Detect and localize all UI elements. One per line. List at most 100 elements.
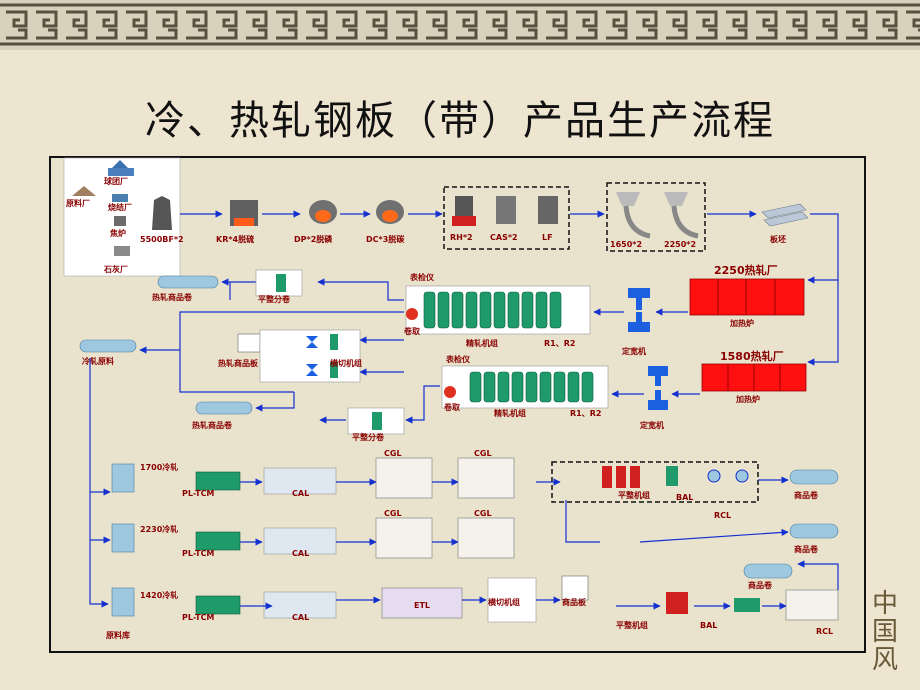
cold-feed-coils-icon (79, 339, 137, 353)
row-2230-pltcm-icon (195, 531, 241, 551)
label-product-2: 商品卷 (794, 544, 819, 554)
label-dp: DP*2脱磷 (294, 234, 333, 244)
sinter-plant-icon (112, 194, 128, 202)
lattice-motif (66, 10, 88, 40)
label-finishing-2250: 精轧机组 (466, 338, 498, 348)
label-cgl-2a: CGL (384, 509, 402, 518)
label-pltcm-3: PL-TCM (182, 613, 214, 622)
temper-split-bottom (347, 407, 405, 435)
reheating-furnace-2250 (689, 278, 805, 316)
label-hot-mill-2250: 2250热轧厂 (714, 263, 778, 277)
mill-stand (535, 291, 548, 329)
label-kr: KR*4脱硫 (216, 234, 254, 244)
label-product-3: 商品卷 (748, 580, 773, 590)
lattice-motif (546, 10, 568, 40)
label-cold-mill-1700: 1700冷轧 (140, 462, 178, 472)
label-lf: LF (542, 233, 553, 242)
mill-stand (521, 291, 534, 329)
mill-stand (497, 371, 510, 403)
label-cal-2: CAL (292, 549, 309, 558)
label-slab: 板坯 (770, 234, 786, 244)
label-cal-3: CAL (292, 613, 309, 622)
lattice-motif (786, 10, 808, 40)
lattice-motif (36, 10, 58, 40)
caster-icon-2250 (664, 192, 699, 239)
blast-furnace-icon (152, 196, 172, 230)
temper-1420-icon (666, 592, 688, 614)
mill-stand (553, 371, 566, 403)
label-dc: DC*3脱碳 (366, 234, 405, 244)
lattice-motif (156, 10, 178, 40)
hot-plate-stack (237, 333, 261, 353)
cgl-1b-icon (457, 457, 515, 499)
lattice-motif (246, 10, 268, 40)
label-cgl-1a: CGL (384, 449, 402, 458)
lattice-border (0, 0, 920, 50)
mill-stand (539, 371, 552, 403)
raw-label-3: 焦炉 (109, 228, 126, 238)
label-cut-line: 横切机组 (330, 358, 362, 368)
rcl-top-icon (707, 469, 749, 483)
kr-ladle-icon (230, 200, 258, 226)
product-coil-1 (789, 469, 839, 485)
label-finishing-1580: 精轧机组 (494, 408, 526, 418)
lattice-motif (126, 10, 148, 40)
row-1700-cal-icon (263, 467, 337, 495)
mill-stand (469, 371, 482, 403)
corner-stamp-char-3: 风 (872, 645, 898, 675)
label-temper-top: 平整机组 (618, 490, 650, 500)
bal-top-icon (666, 466, 678, 486)
row-2230-cal-icon (263, 527, 337, 555)
lattice-motif (216, 10, 238, 40)
refining-group (443, 186, 570, 250)
label-sizing-1580: 定宽机 (639, 420, 664, 430)
lattice-motif (606, 10, 628, 40)
lattice-motif (696, 10, 718, 40)
label-bal-1420: BAL (700, 621, 717, 630)
lattice-motif (666, 10, 688, 40)
label-shear-1420: 横切机组 (488, 597, 520, 607)
lattice-motif (366, 10, 388, 40)
sizing-press-2250 (628, 288, 650, 332)
lattice-motif (576, 10, 598, 40)
corner-stamp-char-2: 国 (872, 617, 898, 647)
lattice-motif (876, 10, 898, 40)
row-1700-coil-icon (111, 463, 135, 493)
mill-stand (511, 371, 524, 403)
mill-stand (493, 291, 506, 329)
label-hot-coil-1: 热轧商品卷 (152, 292, 193, 302)
cgl-2b-icon (457, 517, 515, 559)
slab-stack-icon (761, 203, 809, 227)
lf-icon (538, 196, 558, 224)
row-1420-cal-icon (263, 591, 337, 619)
label-bal-top: BAL (676, 493, 693, 502)
cgl-1a-icon (375, 457, 433, 499)
lattice-motif (636, 10, 658, 40)
lattice-motif (756, 10, 778, 40)
label-temper-split-1: 平整分卷 (258, 294, 291, 304)
raw-label-2: 烧结厂 (108, 202, 132, 212)
mill-stand (483, 371, 496, 403)
label-pltcm-2: PL-TCM (182, 549, 214, 558)
top-chain-arrows (180, 210, 839, 366)
reheating-furnace-1580 (701, 363, 807, 392)
hot-coil-product-top (157, 275, 219, 289)
label-hot-coil-2: 热轧商品卷 (192, 420, 233, 430)
label-cold-feed: 冷轧原料 (82, 356, 114, 366)
mill-stand (525, 371, 538, 403)
label-gauge-2250: 表检仪 (409, 272, 435, 282)
label-product-1: 商品卷 (794, 490, 819, 500)
lattice-motif (396, 10, 418, 40)
label-temper-1420: 平整机组 (616, 620, 648, 630)
mill-stand (451, 291, 464, 329)
label-furnace-1580: 加热炉 (735, 394, 760, 404)
label-cold-mill-1420: 1420冷轧 (140, 590, 178, 600)
lattice-motif (6, 10, 28, 40)
lattice-motif (456, 10, 478, 40)
label-cas: CAS*2 (490, 233, 518, 242)
caster-icon-1650 (616, 192, 651, 239)
label-blast-furnace: 5500BF*2 (140, 235, 184, 244)
label-cold-mill-2230: 2230冷轧 (140, 524, 178, 534)
finishing-group (551, 461, 759, 503)
label-coil-yard: 原料库 (106, 630, 130, 640)
